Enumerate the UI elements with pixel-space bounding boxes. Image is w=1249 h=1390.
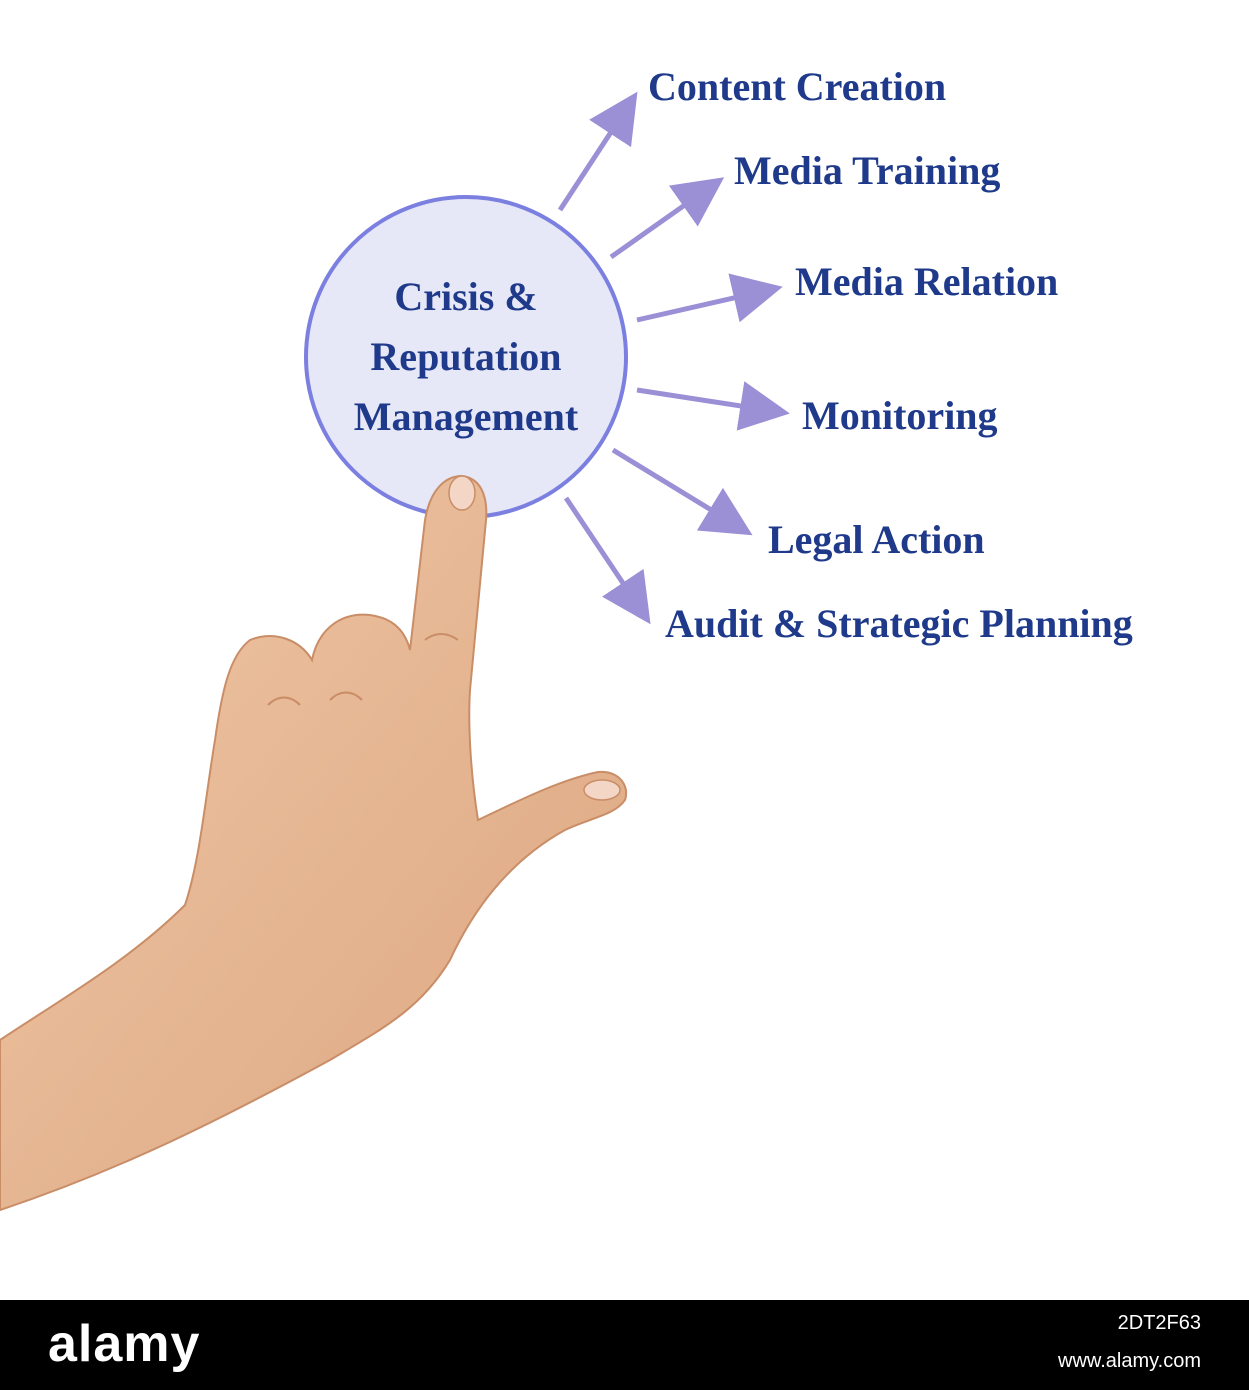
- image-id: 2DT2F63: [1117, 1312, 1201, 1334]
- branch-label-audit-strategic-planning: Audit & Strategic Planning: [665, 601, 1133, 646]
- arrow-audit-strategic-planning: [563, 496, 651, 625]
- arrow-legal-action: [611, 447, 753, 536]
- center-title-line-3: Management: [354, 394, 579, 439]
- branch-label-content-creation: Content Creation: [648, 64, 946, 109]
- arrow-content-creation: [557, 91, 638, 212]
- diagram: Crisis & Reputation Management Content C…: [0, 64, 1133, 1212]
- branch-label-media-relation: Media Relation: [795, 259, 1058, 304]
- arrow-media-relation: [636, 273, 783, 323]
- arrow-monitoring: [636, 381, 790, 431]
- branch-label-legal-action: Legal Action: [768, 517, 985, 562]
- watermark-bar: alamy 2DT2F63 www.alamy.com: [0, 1300, 1249, 1390]
- center-title-line-2: Reputation: [370, 334, 561, 379]
- branch-label-monitoring: Monitoring: [802, 393, 998, 438]
- site-url: www.alamy.com: [1058, 1350, 1201, 1372]
- alamy-logo: alamy: [48, 1315, 201, 1373]
- center-title-line-1: Crisis &: [394, 274, 537, 319]
- pointing-hand-image: [0, 474, 628, 1212]
- branch-label-media-training: Media Training: [734, 148, 1000, 193]
- arrow-media-training: [609, 177, 725, 260]
- arrows: [557, 91, 790, 625]
